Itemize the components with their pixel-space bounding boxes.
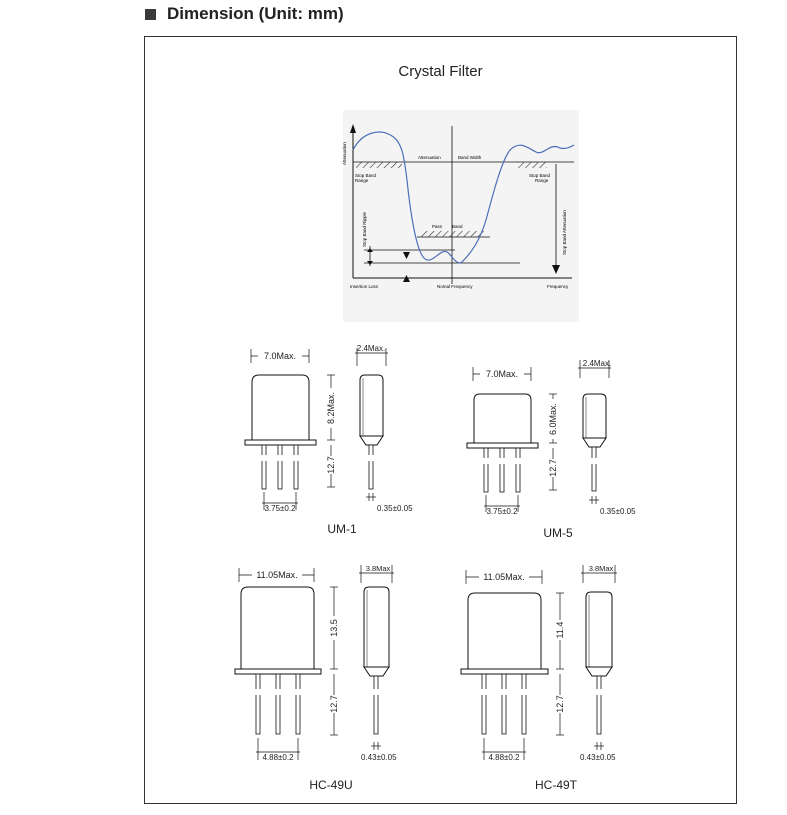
hc49u-name: HC-49U bbox=[309, 778, 352, 792]
stop-band-range-left-1: Stop Band bbox=[355, 173, 377, 178]
section-heading: Dimension (Unit: mm) bbox=[145, 2, 344, 26]
um5-lead-length: 12.7 bbox=[548, 459, 558, 477]
um1-lead-length: 12.7 bbox=[326, 456, 336, 474]
stop-band-ripple-label: Stop Band Ripple bbox=[362, 211, 367, 247]
package-hc49t: 11.05Max. 11.4 12.7 4.88±0.2 3.8Max 0.43… bbox=[460, 564, 617, 792]
um5-name: UM-5 bbox=[543, 526, 573, 540]
package-um1: 7.0Max. 8.2Max. 12.7 3.75±0.2 2.4Max. bbox=[244, 344, 413, 536]
x-axis-label: Frequency bbox=[547, 284, 569, 289]
um5-pitch: 3.75±0.2 bbox=[486, 507, 518, 516]
pass-label: Pass bbox=[432, 224, 443, 229]
hc49t-name: HC-49T bbox=[535, 778, 578, 792]
stop-band-hatch-right bbox=[517, 162, 547, 168]
y-axis-arrow-icon bbox=[350, 124, 356, 133]
dimension-frame: Crystal Filter bbox=[144, 36, 737, 804]
hc49t-pitch: 4.88±0.2 bbox=[488, 753, 520, 762]
heading-text: Dimension (Unit: mm) bbox=[167, 4, 344, 23]
hc49t-height: 11.4 bbox=[555, 622, 565, 639]
square-bullet-icon bbox=[145, 8, 156, 20]
band-label: Band bbox=[452, 224, 463, 229]
stop-band-hatch-left bbox=[356, 162, 402, 168]
um1-name: UM-1 bbox=[327, 522, 357, 536]
stop-band-range-right-1: Stop Band bbox=[529, 173, 551, 178]
um5-height: 6.0Max. bbox=[548, 403, 558, 435]
package-hc49u: 11.05Max. 13.5 12.7 4.88±0.2 3.8Max 0.43… bbox=[234, 564, 397, 792]
hc49u-lead-length: 12.7 bbox=[329, 695, 339, 713]
stop-band-range-right-2: Range bbox=[535, 178, 549, 183]
hc49u-height: 13.5 bbox=[329, 619, 339, 637]
y-axis-label: Attenuation bbox=[342, 142, 347, 165]
um5-lead-dia: 0.35±0.05 bbox=[600, 507, 636, 516]
stop-band-range-left-2: Range bbox=[355, 178, 369, 183]
frame-title: Crystal Filter bbox=[398, 63, 483, 80]
um1-height: 8.2Max. bbox=[326, 392, 336, 424]
nominal-frequency-label: Nomal Frequency bbox=[437, 284, 473, 289]
hc49u-side-width: 3.8Max bbox=[366, 564, 391, 573]
hc49t-lead-dia: 0.43±0.05 bbox=[580, 753, 616, 762]
um1-width: 7.0Max. bbox=[264, 351, 296, 361]
insertion-loss-label: Insertion Loss bbox=[350, 284, 379, 289]
um1-lead-dia: 0.35±0.05 bbox=[377, 504, 413, 513]
um5-side-width: 2.4Max. bbox=[583, 359, 611, 368]
insertion-arrow-down-icon bbox=[403, 252, 410, 259]
insertion-arrow-up-icon bbox=[403, 275, 410, 282]
diagram-background bbox=[343, 110, 579, 322]
filter-response-diagram: Attenuation Attenuation Band Width Stop … bbox=[342, 110, 579, 322]
pass-band-hatch bbox=[420, 231, 484, 237]
stop-band-attenuation-label: Stop Band Attenuation bbox=[562, 210, 567, 255]
hc49u-pitch: 4.88±0.2 bbox=[262, 753, 294, 762]
hc49t-side-width: 3.8Max bbox=[589, 564, 614, 573]
hc49t-lead-length: 12.7 bbox=[555, 695, 565, 713]
attenuation-label: Attenuation bbox=[418, 155, 441, 160]
band-width-label: Band Width bbox=[458, 155, 482, 160]
um1-pitch: 3.75±0.2 bbox=[264, 504, 296, 513]
hc49u-width: 11.05Max. bbox=[256, 570, 297, 580]
package-um5: 7.0Max. 6.0Max. 12.7 3.75±0.2 2.4Max. 0.… bbox=[466, 359, 636, 540]
hc49u-lead-dia: 0.43±0.05 bbox=[361, 753, 397, 762]
response-curve bbox=[352, 131, 575, 264]
um1-side-width: 2.4Max. bbox=[357, 344, 385, 353]
stop-band-attenuation-arrow-icon bbox=[552, 265, 560, 274]
ripple-arrow-up-icon bbox=[367, 248, 373, 252]
ripple-arrow-down-icon bbox=[367, 261, 373, 265]
hc49t-width: 11.05Max. bbox=[483, 572, 524, 582]
um5-width: 7.0Max. bbox=[486, 369, 518, 379]
